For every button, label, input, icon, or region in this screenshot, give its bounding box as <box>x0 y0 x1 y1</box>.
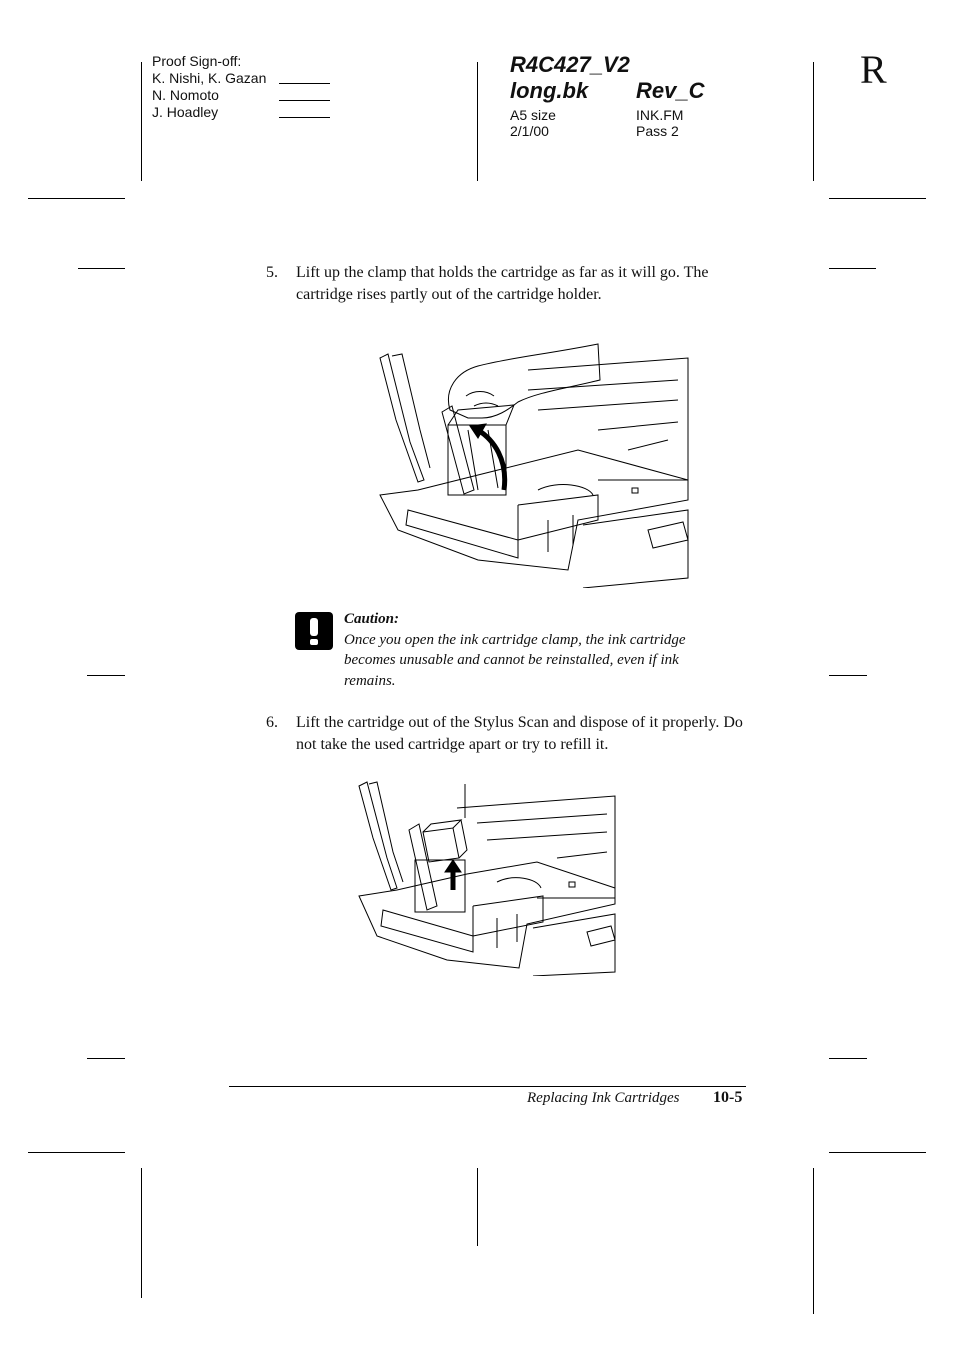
caution-heading: Caution: <box>344 611 400 627</box>
caution-line: remains. <box>344 672 396 689</box>
caution-line: becomes unusable and cannot be reinstall… <box>344 652 679 668</box>
illustration-remove-cartridge <box>358 781 616 976</box>
crop-mark <box>477 62 478 181</box>
crop-mark <box>829 198 926 199</box>
crop-mark <box>829 675 867 676</box>
crop-mark <box>829 268 876 269</box>
proof-signer: J. Hoadley <box>152 104 330 121</box>
crop-mark <box>141 1168 142 1298</box>
illustration-lift-clamp <box>379 343 689 588</box>
signature-blank <box>279 83 330 84</box>
step-text: Lift the cartridge out of the Stylus Sca… <box>296 714 743 753</box>
revision: Rev_C <box>636 78 705 103</box>
proof-heading: Proof Sign-off: <box>152 53 242 69</box>
book-name: long.bk <box>510 78 589 103</box>
step-text: Lift up the clamp that holds the cartrid… <box>296 264 709 303</box>
crop-mark <box>141 62 142 181</box>
crop-mark <box>813 1168 814 1314</box>
step-number: 5. <box>266 264 278 281</box>
crop-mark <box>87 1058 125 1059</box>
step-5: 5. Lift up the clamp that holds the cart… <box>266 262 766 308</box>
side-mark: R <box>860 47 887 92</box>
page-size: A5 size <box>510 107 556 123</box>
crop-mark <box>829 1152 926 1153</box>
proof-signer: K. Nishi, K. Gazan <box>152 70 330 87</box>
signature-blank <box>279 100 330 101</box>
crop-mark <box>829 1058 867 1059</box>
page-number: 10-5 <box>713 1089 743 1106</box>
pass: Pass 2 <box>636 123 679 139</box>
caution-note: Caution: Once you open the ink cartridge… <box>344 609 764 691</box>
step-6: 6. Lift the cartridge out of the Stylus … <box>266 712 766 758</box>
exclamation-icon <box>295 612 333 650</box>
step-number: 6. <box>266 714 278 731</box>
section-title: Replacing Ink Cartridges <box>527 1090 680 1106</box>
crop-mark <box>28 198 125 199</box>
crop-mark <box>813 62 814 181</box>
proof-signoff: Proof Sign-off: K. Nishi, K. Gazan N. No… <box>152 53 330 121</box>
signature-blank <box>279 117 330 118</box>
date: 2/1/00 <box>510 123 549 139</box>
crop-mark <box>28 1152 125 1153</box>
doc-code: R4C427_V2 <box>510 52 630 77</box>
proof-signer: N. Nomoto <box>152 87 330 104</box>
file-name: INK.FM <box>636 107 684 123</box>
crop-mark <box>477 1168 478 1246</box>
crop-mark <box>78 268 125 269</box>
footer-rule <box>229 1086 746 1087</box>
crop-mark <box>87 675 125 676</box>
caution-line: Once you open the ink cartridge clamp, t… <box>344 631 686 648</box>
